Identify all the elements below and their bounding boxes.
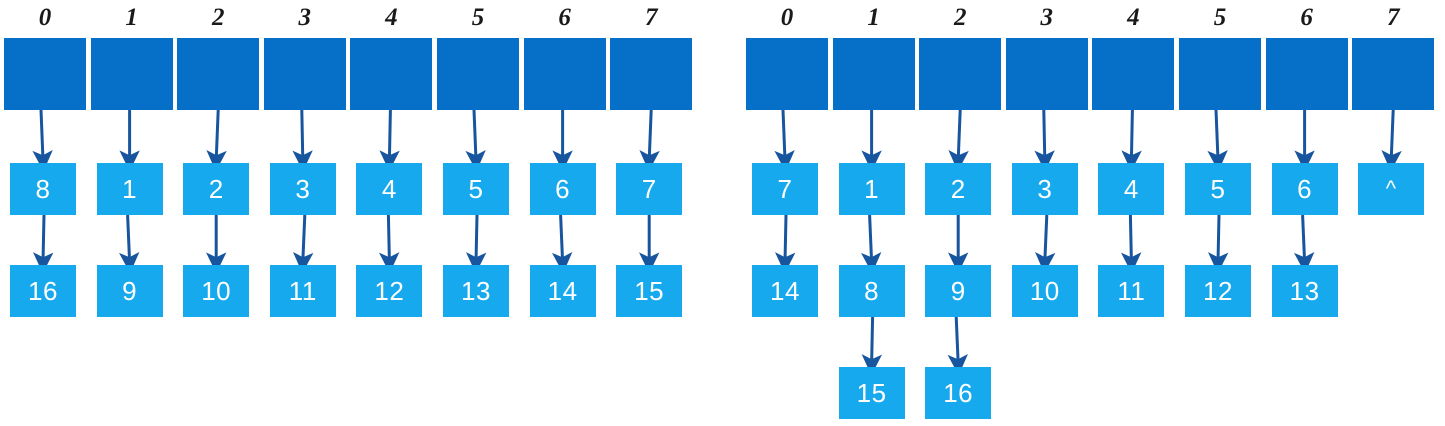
bucket-cell[interactable]: [1352, 38, 1435, 110]
chain-node[interactable]: 4: [356, 163, 423, 215]
chain-node[interactable]: 14: [752, 265, 818, 317]
bucket-cell[interactable]: [1005, 38, 1088, 110]
chain-node[interactable]: 2: [925, 163, 992, 215]
bucket-cell[interactable]: [437, 38, 519, 110]
chain-node[interactable]: 15: [838, 367, 905, 419]
chain-node[interactable]: 1: [838, 163, 905, 215]
chain-node[interactable]: 3: [269, 163, 336, 215]
bucket-index-label: 1: [867, 4, 880, 31]
bucket-index-label: 0: [38, 4, 52, 31]
bucket-cell[interactable]: [1265, 38, 1348, 110]
chain-node[interactable]: 9: [925, 265, 992, 317]
bucket-cell[interactable]: [1092, 38, 1175, 110]
chain-node[interactable]: 13: [443, 265, 509, 317]
bucket-index-label: 4: [1127, 4, 1140, 31]
bucket-index-label: 6: [1300, 4, 1313, 31]
chain-node[interactable]: 8: [10, 163, 76, 215]
bucket-cell[interactable]: [610, 38, 693, 110]
chain-node[interactable]: 6: [529, 163, 596, 215]
chain-node[interactable]: 3: [1011, 163, 1078, 215]
bucket-cell[interactable]: [90, 38, 173, 110]
chain-node[interactable]: 10: [183, 265, 250, 317]
chain-node[interactable]: 7: [752, 163, 818, 215]
chain-node[interactable]: 4: [1098, 163, 1165, 215]
chain-node[interactable]: 7: [616, 163, 683, 215]
bucket-cell[interactable]: [177, 38, 260, 110]
chain-node[interactable]: 5: [1185, 163, 1251, 215]
chain-node[interactable]: ^: [1358, 163, 1425, 215]
bucket-cell[interactable]: [919, 38, 1002, 110]
bucket-cell[interactable]: [832, 38, 915, 110]
bucket-cell[interactable]: [1179, 38, 1261, 110]
chain-node[interactable]: 15: [616, 265, 683, 317]
bucket-index-label: 7: [644, 4, 658, 31]
bucket-index-label: 1: [125, 4, 138, 31]
chain-node[interactable]: 10: [1011, 265, 1078, 317]
bucket-cell[interactable]: [746, 38, 828, 110]
chain-node[interactable]: 6: [1271, 163, 1338, 215]
chain-node[interactable]: 13: [1271, 265, 1338, 317]
chain-node[interactable]: 1: [96, 163, 163, 215]
chain-node[interactable]: 5: [443, 163, 509, 215]
bucket-index-label: 4: [385, 4, 398, 31]
chain-node[interactable]: 2: [183, 163, 250, 215]
chain-node[interactable]: 16: [925, 367, 992, 419]
chain-node[interactable]: 12: [1185, 265, 1251, 317]
bucket-index-label: 2: [953, 4, 967, 31]
bucket-cell[interactable]: [350, 38, 433, 110]
bucket-index-label: 3: [1040, 4, 1054, 31]
chain-node[interactable]: 8: [838, 265, 905, 317]
bucket-index-label: 5: [471, 4, 485, 31]
bucket-index-label: 2: [211, 4, 225, 31]
bucket-index-label: 5: [1213, 4, 1227, 31]
bucket-cell[interactable]: [4, 38, 86, 110]
bucket-index-label: 3: [298, 4, 312, 31]
chain-node[interactable]: 14: [529, 265, 596, 317]
bucket-index-label: 0: [780, 4, 794, 31]
bucket-index-label: 7: [1386, 4, 1400, 31]
chain-node[interactable]: 11: [269, 265, 336, 317]
bucket-cell[interactable]: [263, 38, 346, 110]
bucket-cell[interactable]: [523, 38, 606, 110]
chain-node[interactable]: 12: [356, 265, 423, 317]
chain-node[interactable]: 16: [10, 265, 76, 317]
bucket-index-label: 6: [558, 4, 571, 31]
chain-node[interactable]: 11: [1098, 265, 1165, 317]
chain-node[interactable]: 9: [96, 265, 163, 317]
